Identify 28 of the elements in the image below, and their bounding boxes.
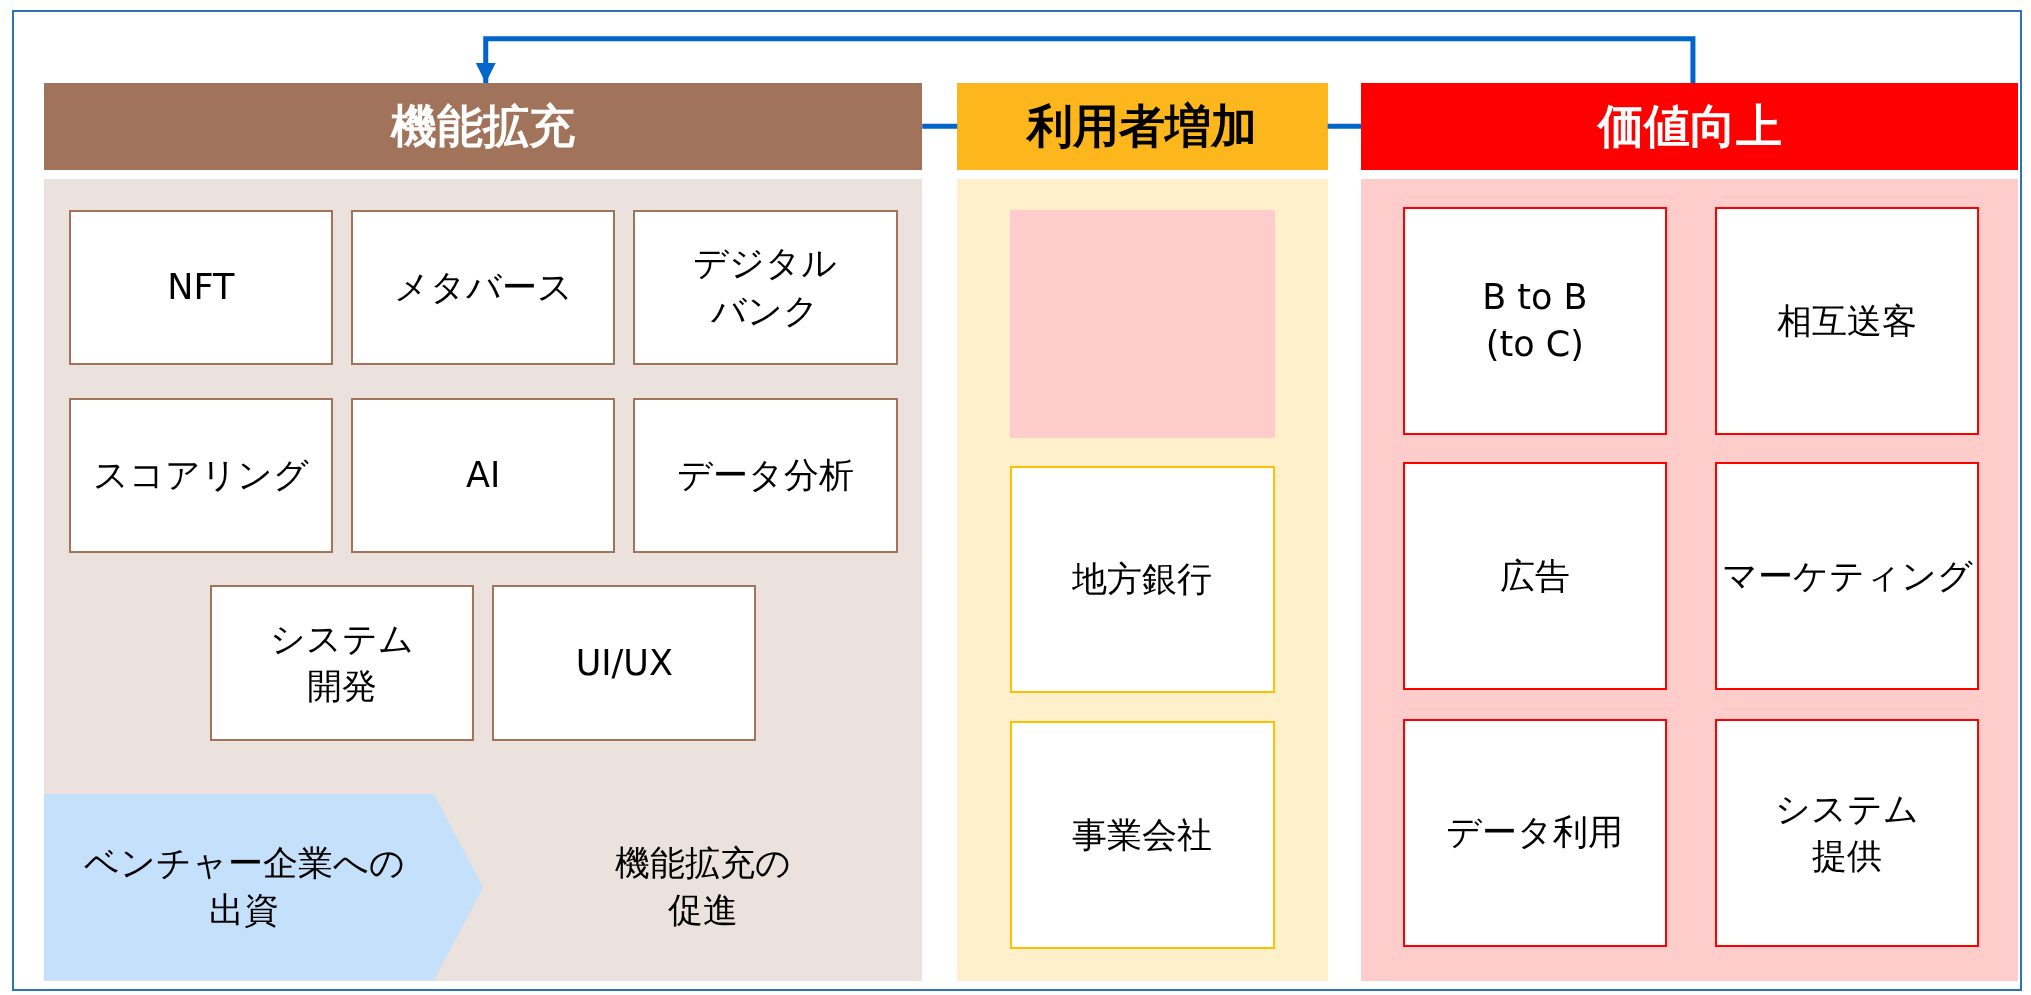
item-box: NFT xyxy=(68,209,333,366)
panel xyxy=(957,178,1328,981)
item-box: AI xyxy=(351,397,616,554)
item-box: システム提供 xyxy=(1714,718,1980,947)
item-box: データ分析 xyxy=(633,397,898,554)
connector-line xyxy=(922,123,958,129)
item-box: スコアリング xyxy=(68,397,333,554)
item-box: 相互送客 xyxy=(1714,207,1980,436)
panel xyxy=(44,178,923,981)
arrow xyxy=(475,36,1696,83)
header-bar: 機能拡充 xyxy=(44,82,923,170)
item-box: UI/UX xyxy=(492,585,757,741)
item-box: B to B (to C) xyxy=(1402,207,1667,436)
connector-line xyxy=(1327,123,1362,129)
item-box: 地方銀行 xyxy=(1010,466,1275,693)
chevron-arrow: ベンチャー企業への出資 xyxy=(44,794,484,981)
item-box: 事業会社 xyxy=(1010,721,1275,950)
item-box: システム開発 xyxy=(209,585,475,741)
item-box: データ利用 xyxy=(1402,718,1667,947)
header-bar: 利用者増加 xyxy=(957,82,1328,170)
item-box: デジタルバンク xyxy=(633,209,898,366)
panel-text: 機能拡充の促進 xyxy=(613,842,792,933)
item-box: メタバース xyxy=(351,209,616,366)
panel xyxy=(1361,178,2019,981)
item-box: 広告 xyxy=(1402,462,1667,691)
name-box xyxy=(1010,209,1275,438)
item-box: マーケティング xyxy=(1714,462,1980,691)
header-bar: 価値向上 xyxy=(1361,82,2019,170)
